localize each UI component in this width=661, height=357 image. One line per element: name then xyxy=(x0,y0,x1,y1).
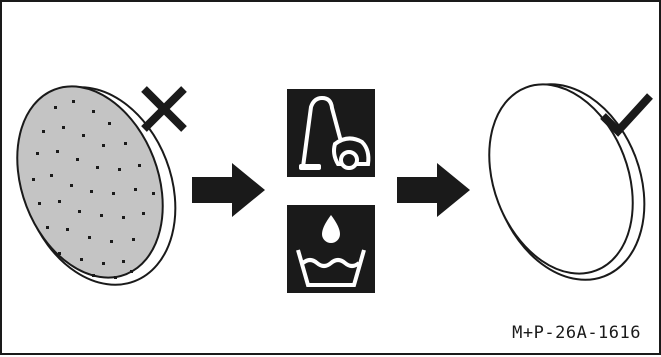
reference-code: M+P-26A-1616 xyxy=(512,323,641,343)
water-basin-icon xyxy=(287,205,375,293)
arrow-right-icon xyxy=(192,163,265,217)
cross-icon xyxy=(144,89,184,129)
arrow-right-icon xyxy=(397,163,470,217)
clean-filter-disc xyxy=(463,62,661,302)
vacuum-cleaner-icon xyxy=(287,89,375,177)
